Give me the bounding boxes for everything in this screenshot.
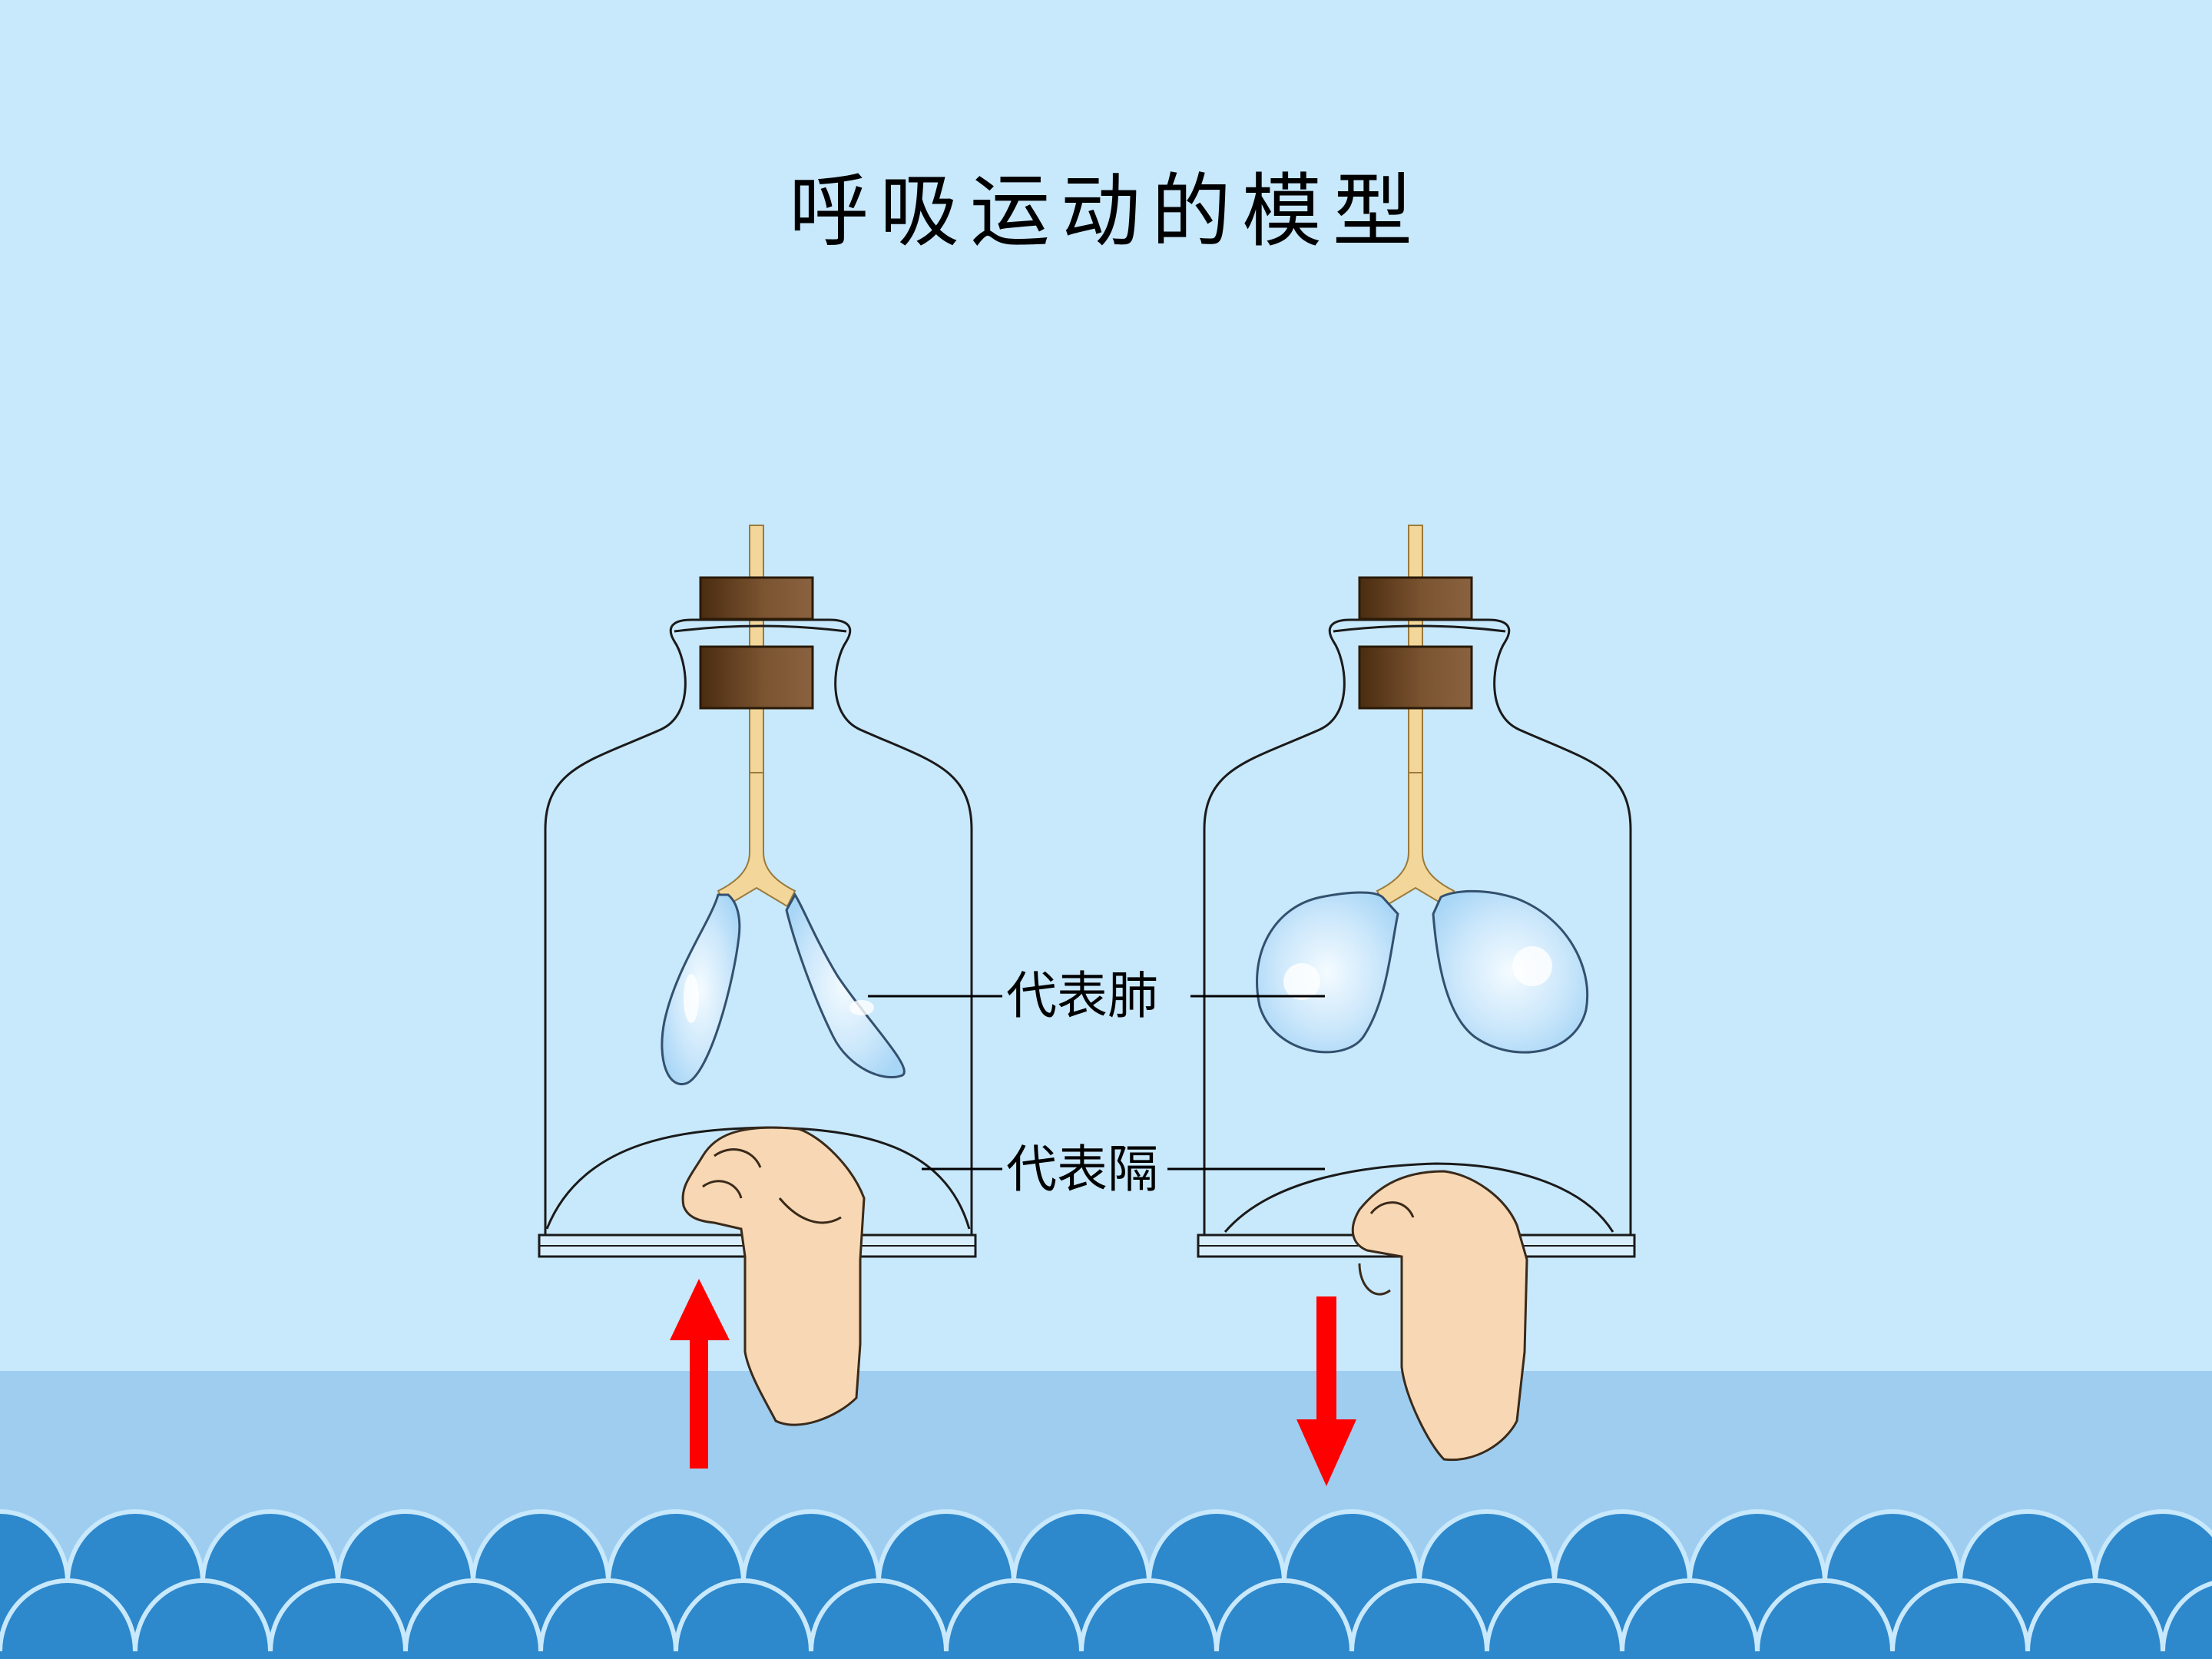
lung-left xyxy=(1256,891,1399,1054)
right-model xyxy=(1197,525,1636,1486)
hand-left xyxy=(681,1126,866,1426)
trachea-branch xyxy=(717,772,796,908)
label-diaphragm: 代表隔 xyxy=(1006,1140,1158,1199)
arrow-down xyxy=(1296,1296,1356,1486)
arrow-up xyxy=(670,1279,730,1469)
lung-left xyxy=(661,893,741,1086)
rubber-stopper xyxy=(699,576,814,621)
diaphragm-right xyxy=(1224,1162,1614,1233)
left-model xyxy=(538,525,977,1469)
lung-right xyxy=(1432,889,1589,1054)
rubber-stopper xyxy=(1358,576,1473,621)
wave-base xyxy=(0,1651,2212,1659)
lung-right xyxy=(785,892,906,1079)
trachea-branch xyxy=(1376,772,1455,908)
label-lung: 代表肺 xyxy=(1006,966,1158,1025)
slide-title: 呼吸运动的模型 xyxy=(788,164,1423,258)
hand-right xyxy=(1351,1170,1528,1462)
wave-pattern xyxy=(0,1509,2212,1659)
